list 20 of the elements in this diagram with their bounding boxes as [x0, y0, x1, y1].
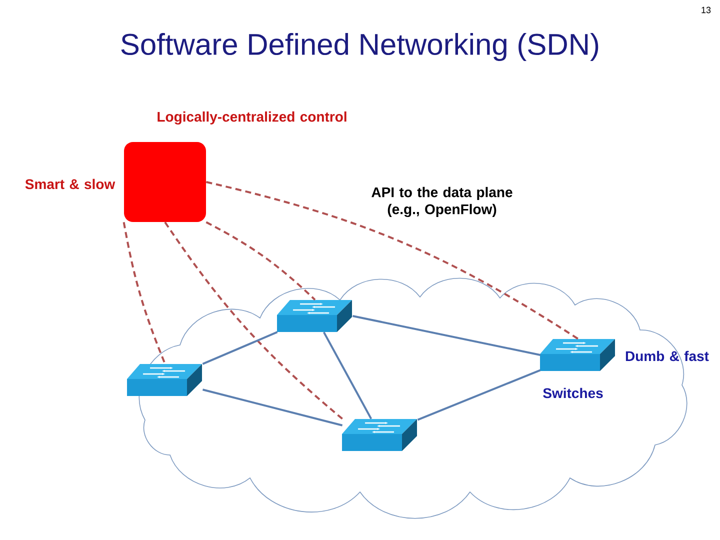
network-link [417, 369, 541, 421]
network-link [352, 315, 540, 356]
control-link [206, 221, 316, 301]
annotation-text: Logically-centralized control [158, 111, 346, 125]
page-number: 13 [702, 6, 711, 14]
switch-icon [342, 419, 417, 451]
control-link [122, 222, 166, 364]
switch-icon [277, 300, 352, 332]
network-link [202, 331, 278, 365]
title: Software Defined Networking (SDN) [121, 33, 598, 61]
annotation-text: Switches [543, 388, 603, 398]
switch-icon [540, 339, 615, 371]
control-link [206, 181, 579, 340]
network-link [322, 332, 372, 420]
control-link [164, 222, 343, 420]
switch-icon [127, 364, 202, 396]
controller-box [124, 142, 206, 222]
annotation-text: API to the data plane (e.g., OpenFlow) [372, 186, 512, 218]
network-link [202, 388, 343, 426]
annotation-text: Smart & slow [25, 178, 116, 190]
